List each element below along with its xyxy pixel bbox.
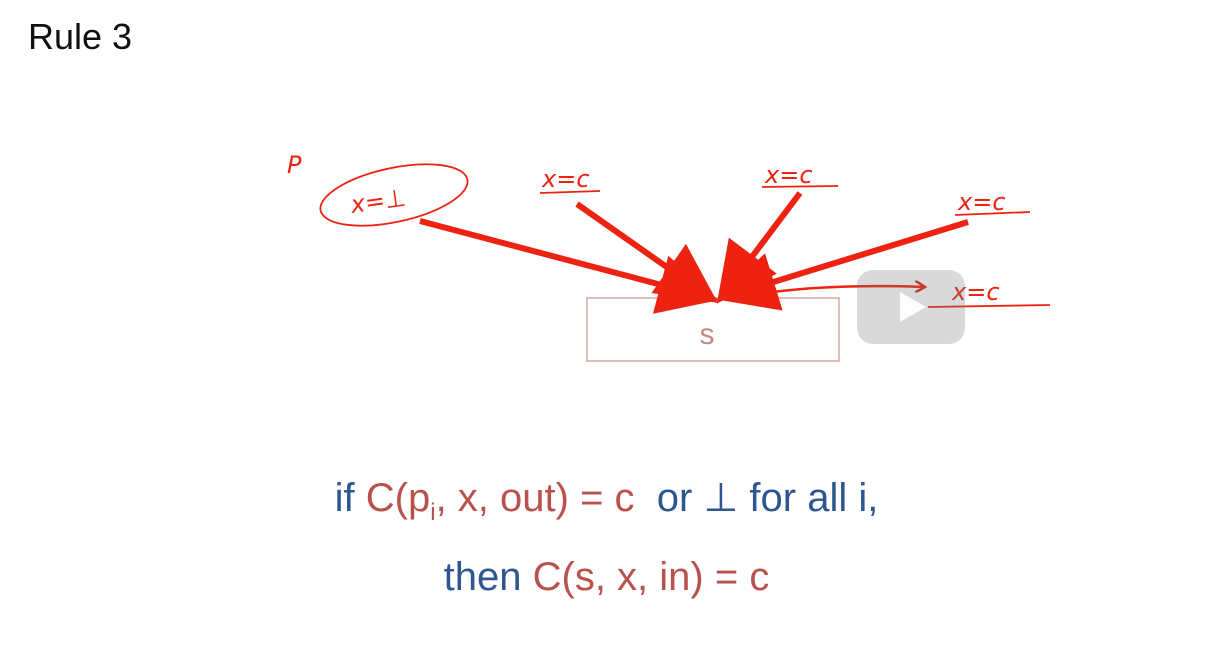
input-label-3: x=c	[764, 161, 813, 189]
annotation-p: P	[287, 151, 302, 179]
input-label-3-underline	[761, 185, 839, 188]
expr-c-s-in: C(s, x, in) = c	[532, 555, 770, 599]
slide-title: Rule 3	[28, 16, 133, 57]
circled-input-ellipse	[319, 163, 469, 227]
keyword-or-bottom-for-all: or ⊥ for all i,	[634, 476, 879, 520]
input-label-2-underline	[539, 190, 601, 194]
input-label-1: x=⊥	[348, 184, 408, 220]
equation-line-1: if C(pi, x, out) = c or ⊥ for all i,	[0, 466, 1213, 545]
output-label-underline	[927, 304, 1051, 308]
input-label-2: x=c	[541, 165, 590, 193]
input-label-4-underline	[954, 211, 1031, 216]
output-label: x=c	[951, 278, 1000, 306]
equation-line-2: then C(s, x, in) = c	[0, 545, 1213, 609]
input-label-4: x=c	[957, 188, 1006, 216]
output-arrow	[772, 286, 925, 294]
keyword-then: then	[443, 555, 533, 599]
node-s-label: s	[700, 318, 715, 351]
expr-c-pi-post: , x, out) = c	[435, 476, 635, 520]
expr-subscript-i: i	[430, 499, 436, 526]
input-arrow-4	[716, 219, 969, 311]
rule-equation: if C(pi, x, out) = c or ⊥ for all i, the…	[0, 466, 1213, 609]
keyword-if: if	[334, 476, 366, 520]
expr-c-pi-pre: C(p	[365, 476, 431, 520]
play-icon	[900, 292, 926, 322]
input-arrow-1	[419, 218, 719, 314]
video-play-button[interactable]	[857, 270, 965, 344]
input-arrow-2	[575, 201, 718, 303]
